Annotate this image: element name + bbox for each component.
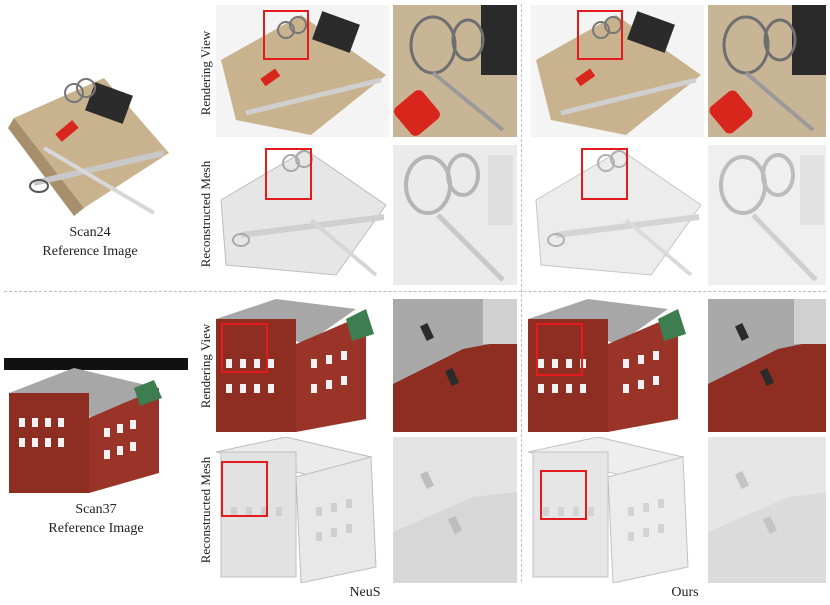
scan24-reference-image xyxy=(4,58,176,216)
column-label-ours: Ours xyxy=(671,585,699,600)
column-divider xyxy=(521,4,522,582)
highlight-box xyxy=(263,10,309,60)
highlight-box xyxy=(540,470,587,520)
scan37-title: Scan37 xyxy=(75,502,117,517)
row-label-mesh-1: Reconstructed Mesh xyxy=(198,160,213,268)
neus-scan37-rendering xyxy=(216,299,389,432)
highlight-box xyxy=(221,323,268,373)
scan24-title: Scan24 xyxy=(69,225,111,240)
column-label-neus: NeuS xyxy=(349,585,381,600)
highlight-box xyxy=(536,323,583,376)
scan37-caption: Scan37 Reference Image xyxy=(4,500,188,538)
neus-scan24-mesh xyxy=(216,145,389,285)
neus-scan24-rendering-zoom xyxy=(393,5,517,137)
scan37-subtitle: Reference Image xyxy=(48,521,144,536)
highlight-box xyxy=(581,148,628,200)
neus-scan37-rendering-zoom xyxy=(393,299,517,432)
ours-scan24-rendering xyxy=(531,5,704,137)
scan24-caption: Scan24 Reference Image xyxy=(4,223,176,261)
ours-scan24-rendering-zoom xyxy=(708,5,826,137)
ours-scan37-rendering xyxy=(528,299,704,432)
highlight-box xyxy=(265,148,312,200)
neus-scan24-rendering xyxy=(216,5,389,137)
neus-scan37-mesh xyxy=(216,437,389,583)
neus-scan37-mesh-zoom xyxy=(393,437,517,583)
row-label-mesh-2: Reconstructed Mesh xyxy=(198,456,213,564)
scan24-subtitle: Reference Image xyxy=(42,244,138,259)
highlight-box xyxy=(577,10,623,60)
ours-scan37-mesh xyxy=(528,437,704,583)
row-label-rendering-1: Rendering View xyxy=(198,30,213,116)
ours-scan24-mesh xyxy=(531,145,704,285)
ours-scan37-mesh-zoom xyxy=(708,437,826,583)
ours-scan37-rendering-zoom xyxy=(708,299,826,432)
ours-scan24-mesh-zoom xyxy=(708,145,826,285)
scene-divider xyxy=(4,291,826,292)
highlight-box xyxy=(221,461,268,517)
row-label-rendering-2: Rendering View xyxy=(198,323,213,409)
scan37-reference-image xyxy=(4,358,188,498)
neus-scan24-mesh-zoom xyxy=(393,145,517,285)
